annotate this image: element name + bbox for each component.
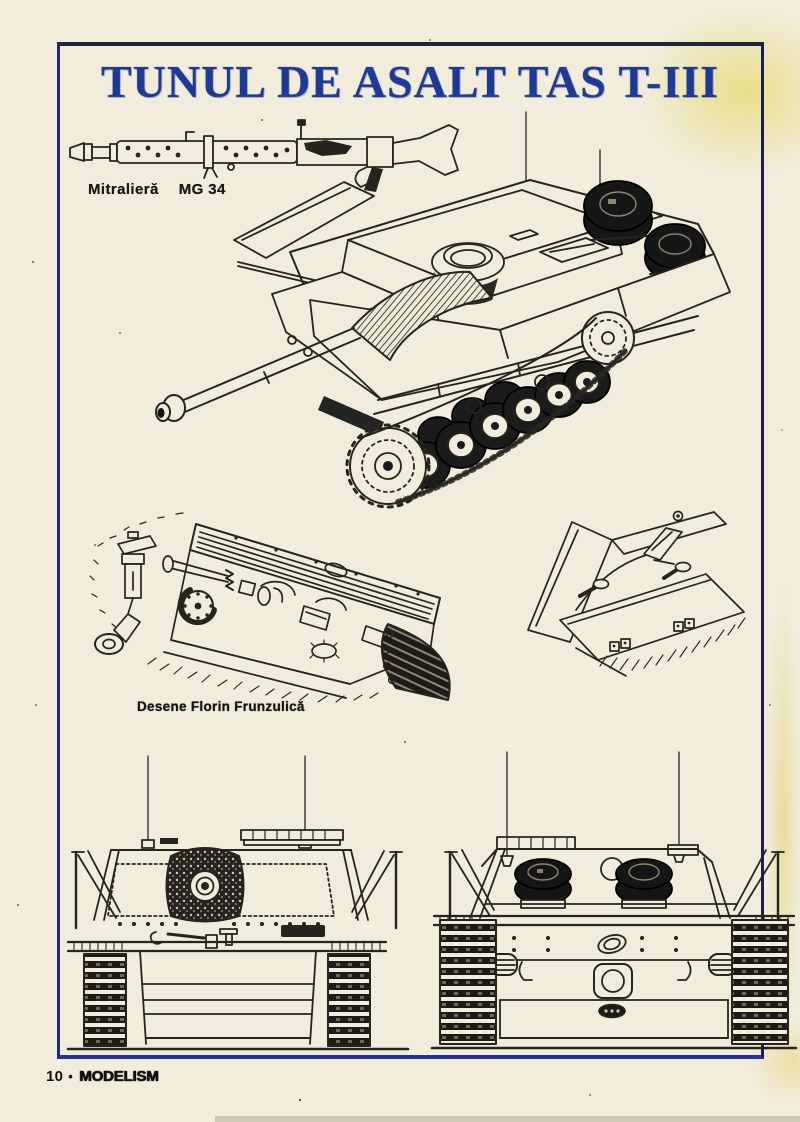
page-title: TUNUL DE ASALT TAS T-III — [100, 56, 720, 107]
footer-bullet: • — [68, 1069, 74, 1084]
mg34-caption-model: MG 34 — [178, 181, 226, 198]
credit-caption: Desene Florin Frunzulică — [137, 699, 305, 714]
mg34-illustration — [68, 112, 460, 194]
page-footer: 10 • MODELISM — [46, 1068, 159, 1085]
magazine-name: MODELISM — [79, 1068, 159, 1085]
suspension-detail-illustration — [78, 502, 483, 704]
rear-view-right-illustration — [426, 748, 800, 1066]
scan-artifact-band — [215, 1116, 800, 1122]
mg34-caption-name: Mitralieră — [88, 181, 159, 198]
page-number: 10 — [46, 1068, 64, 1085]
rear-view-left-illustration — [56, 752, 418, 1062]
main-tank-illustration — [138, 100, 772, 512]
shield-detail-illustration — [516, 498, 754, 680]
mg34-caption: Mitralieră MG 34 — [88, 181, 226, 198]
page-frame-border — [57, 42, 764, 1059]
